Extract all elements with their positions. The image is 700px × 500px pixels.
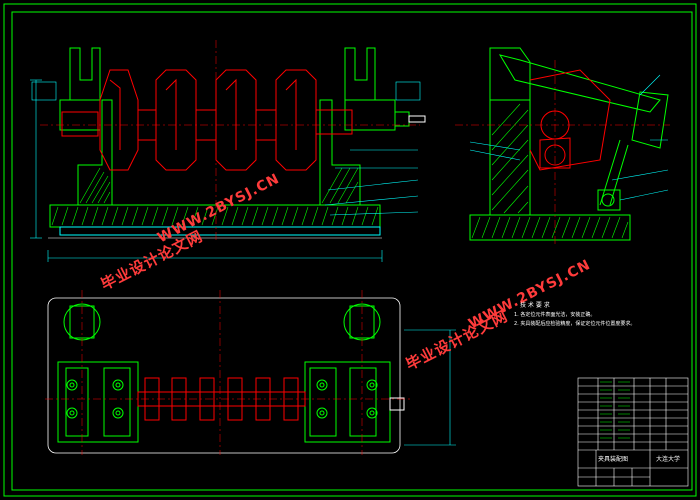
lever-arm	[498, 54, 661, 113]
tech-req-line-2: 2. 夹具装配后应检验精度，保证定位元件位置度要求。	[514, 321, 636, 327]
right-fork	[344, 47, 376, 101]
front-view	[30, 40, 426, 262]
outer-border	[3, 3, 697, 497]
side-base	[469, 214, 631, 241]
top-left-block	[57, 361, 139, 443]
title-block	[577, 377, 689, 487]
base-lower	[59, 226, 381, 236]
side-workpiece	[529, 69, 611, 171]
top-base-plate	[47, 297, 401, 454]
drawing-name: 夹具装配图	[598, 456, 629, 463]
crankshaft	[61, 69, 353, 171]
left-fork	[69, 47, 101, 101]
right-support	[319, 99, 361, 206]
top-right-block	[304, 361, 391, 443]
tech-req-line-1: 1. 各定位元件表面光洁，安装正确。	[514, 312, 596, 318]
inner-border	[11, 11, 693, 491]
clamp-arm	[631, 91, 669, 149]
top-view	[45, 290, 456, 455]
tech-req-title: 技 术 要 求	[520, 302, 550, 309]
side-view	[455, 47, 670, 245]
school-name: 大连大学	[656, 456, 681, 463]
side-upright	[489, 99, 531, 216]
left-support	[77, 99, 113, 206]
